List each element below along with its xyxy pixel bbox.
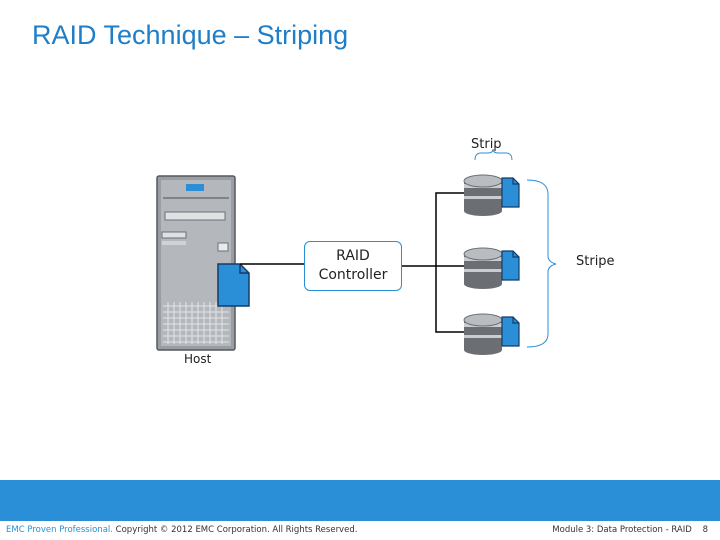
raid-controller-box: RAID Controller (304, 241, 402, 291)
disk-2-icon (463, 247, 520, 289)
slide-title: RAID Technique – Striping (32, 20, 349, 50)
host-label: Host (184, 352, 212, 366)
stripe-label: Stripe (576, 254, 615, 269)
page-number: 8 (702, 525, 708, 535)
footer-copyright: EMC Proven Professional. Copyright © 201… (6, 525, 357, 535)
controller-label-line2: Controller (318, 267, 388, 283)
disk-1-icon (463, 174, 520, 216)
controller-label-line1: RAID (336, 248, 370, 264)
disk-3-icon (463, 313, 520, 355)
footer-band (0, 480, 720, 521)
footer-brand: EMC Proven Professional. (6, 525, 113, 535)
strip-label: Strip (471, 137, 502, 152)
footer-copyright-text: Copyright © 2012 EMC Corporation. All Ri… (112, 525, 358, 535)
host-file-icon (217, 263, 250, 307)
footer-module: Module 3: Data Protection - RAID 8 (552, 525, 708, 535)
strip-bracket (474, 148, 513, 161)
connection-lines (240, 192, 464, 333)
stripe-bracket (526, 179, 557, 348)
host-server-icon (156, 175, 236, 351)
footer-module-text: Module 3: Data Protection - RAID (552, 525, 692, 535)
